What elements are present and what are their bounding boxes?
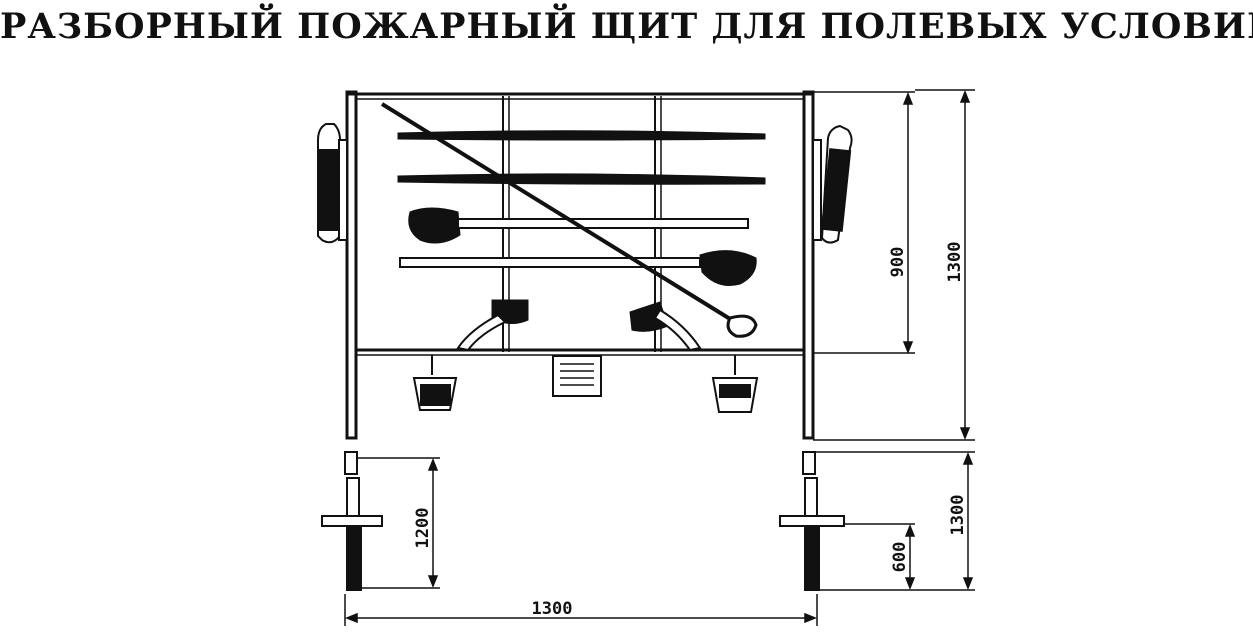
extinguisher-left-bracket: [338, 139, 348, 241]
crowbar-top: [397, 130, 766, 141]
dim-panel-height: 900: [888, 247, 908, 278]
post-right-crossbar: [779, 515, 845, 527]
extinguisher-right-body: [820, 148, 852, 232]
fire-hook: [380, 102, 737, 324]
axe-left-handle: [456, 313, 507, 352]
post-left-shaft: [346, 477, 360, 519]
bucket-left-fill: [420, 384, 451, 406]
post-left-crossbar: [321, 515, 383, 527]
dimension-lines: [344, 89, 975, 626]
bucket-right-fill: [719, 384, 751, 398]
hanging-items: [412, 355, 759, 413]
sign-lines: [560, 363, 594, 386]
shovel-left-handle: [457, 218, 749, 229]
post-left-spike: [346, 527, 362, 591]
diagram-title: РАЗБОРНЫЙ ПОЖАРНЫЙ ЩИТ ДЛЯ ПОЛЕВЫХ УСЛОВ…: [0, 6, 1253, 47]
extinguishers: [317, 123, 853, 244]
axe-right-handle: [653, 308, 702, 352]
fire-hook-handle: [726, 314, 758, 338]
shovel-right-blade: [699, 250, 757, 286]
crowbar-second: [397, 173, 766, 185]
shovel-right-handle: [399, 257, 701, 268]
dim-frame-height: 1300: [945, 242, 965, 283]
dim-post-ground: 600: [890, 542, 910, 573]
extinguisher-right-bracket: [812, 139, 822, 241]
tools: [380, 102, 766, 352]
post-right-spike: [804, 527, 820, 591]
instruction-sign: [552, 355, 602, 397]
ground-posts: [321, 451, 845, 591]
dim-post-depth: 1200: [413, 508, 433, 549]
dim-width: 1300: [532, 599, 573, 619]
post-right-shaft: [804, 477, 818, 519]
left-post: [345, 90, 358, 440]
shovel-left-blade: [408, 207, 461, 244]
post-right-top: [802, 451, 816, 475]
dim-post-right-height: 1300: [948, 495, 968, 536]
extinguisher-left-body: [318, 149, 340, 231]
post-left-top: [344, 451, 358, 475]
right-post: [802, 90, 815, 440]
